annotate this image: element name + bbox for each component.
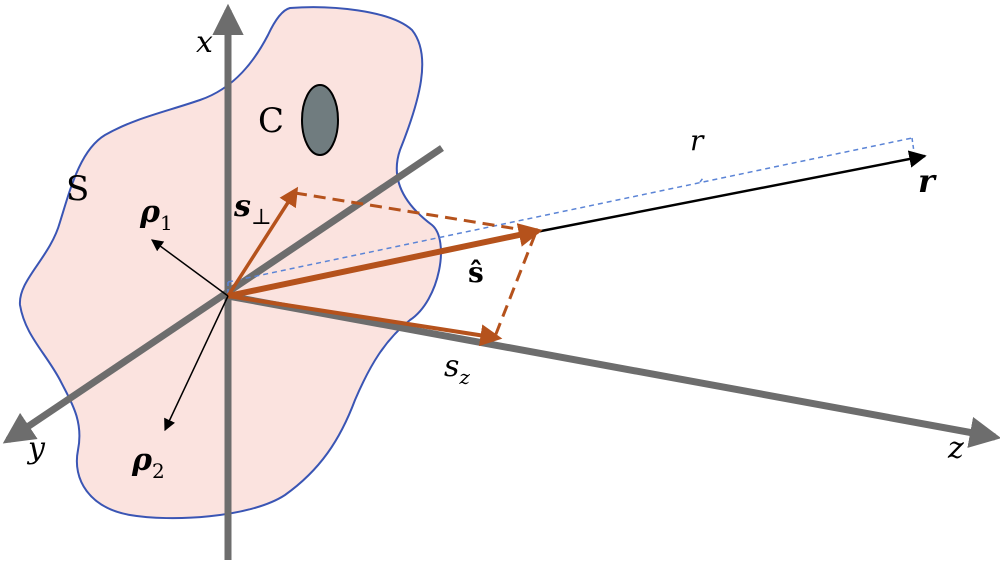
region-s-label: S xyxy=(66,169,89,209)
s-perp-vector xyxy=(226,186,299,297)
rho1-label: ρ1 xyxy=(139,195,173,235)
s-z-label: sz xyxy=(444,349,470,389)
projection-dashed-box xyxy=(294,191,539,340)
z-axis-line xyxy=(227,292,1000,448)
region-c-ellipse xyxy=(301,84,339,156)
rho2-label: ρ2 xyxy=(131,443,165,483)
r-vector-label: r xyxy=(918,162,937,200)
s-hat-label: ŝ xyxy=(468,256,484,289)
r-distance-bracket xyxy=(227,137,915,296)
s-z-vector xyxy=(227,294,503,347)
rho1-vector xyxy=(151,239,229,297)
s-perp-label: s⊥ xyxy=(233,189,272,230)
region-c-label: C xyxy=(258,101,284,141)
rho2-vector xyxy=(164,295,229,432)
r-vector xyxy=(535,150,927,234)
y-axis-label: y xyxy=(26,431,46,466)
x-axis-label: x xyxy=(196,25,213,60)
z-axis-label: z xyxy=(947,431,964,466)
r-distance-label: r xyxy=(690,124,705,157)
s-hat-vector xyxy=(227,223,543,299)
